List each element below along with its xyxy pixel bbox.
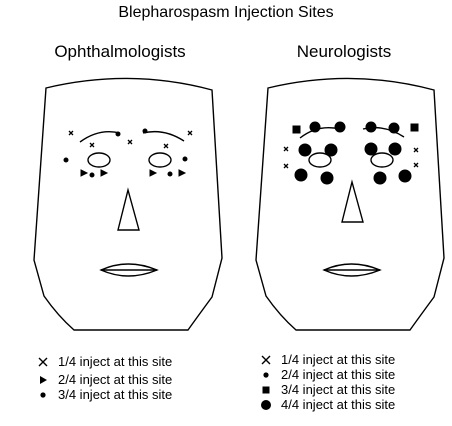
face-outline <box>255 77 445 331</box>
figure-title: Blepharospasm Injection Sites <box>118 4 334 21</box>
legend-text: 2/4 inject at this site <box>281 367 396 382</box>
face-outline <box>33 77 223 331</box>
square-icon <box>259 382 273 396</box>
triangle-icon <box>36 372 50 386</box>
legend-text: 3/4 inject at this site <box>58 387 173 402</box>
nose <box>341 179 364 223</box>
legend-text: 2/4 inject at this site <box>58 372 173 387</box>
right-eye <box>148 152 172 168</box>
x-mark-icon <box>259 352 273 366</box>
legend-text: 3/4 inject at this site <box>281 382 396 397</box>
face-ophthalmologists <box>33 77 223 331</box>
injection-marks-neurologists <box>283 121 419 185</box>
small-dot-icon <box>259 367 273 381</box>
panel-title-ophthalmologists: Ophthalmologists <box>54 42 186 61</box>
legend-text: 1/4 inject at this site <box>58 354 173 369</box>
right-eye <box>370 152 394 168</box>
left-eye <box>87 152 111 168</box>
left-brow <box>79 130 121 143</box>
x-mark-icon <box>36 354 50 368</box>
legend-text: 1/4 inject at this site <box>281 352 396 367</box>
right-brow <box>142 130 185 142</box>
large-dot-icon <box>259 397 273 411</box>
small-dot-icon <box>36 387 50 401</box>
injection-marks-ophthalmologists <box>63 128 193 178</box>
left-eye <box>308 152 332 168</box>
legend-text: 4/4 inject at this site <box>281 397 396 412</box>
face-neurologists <box>255 77 445 331</box>
panel-title-neurologists: Neurologists <box>296 42 392 61</box>
nose <box>117 187 140 231</box>
